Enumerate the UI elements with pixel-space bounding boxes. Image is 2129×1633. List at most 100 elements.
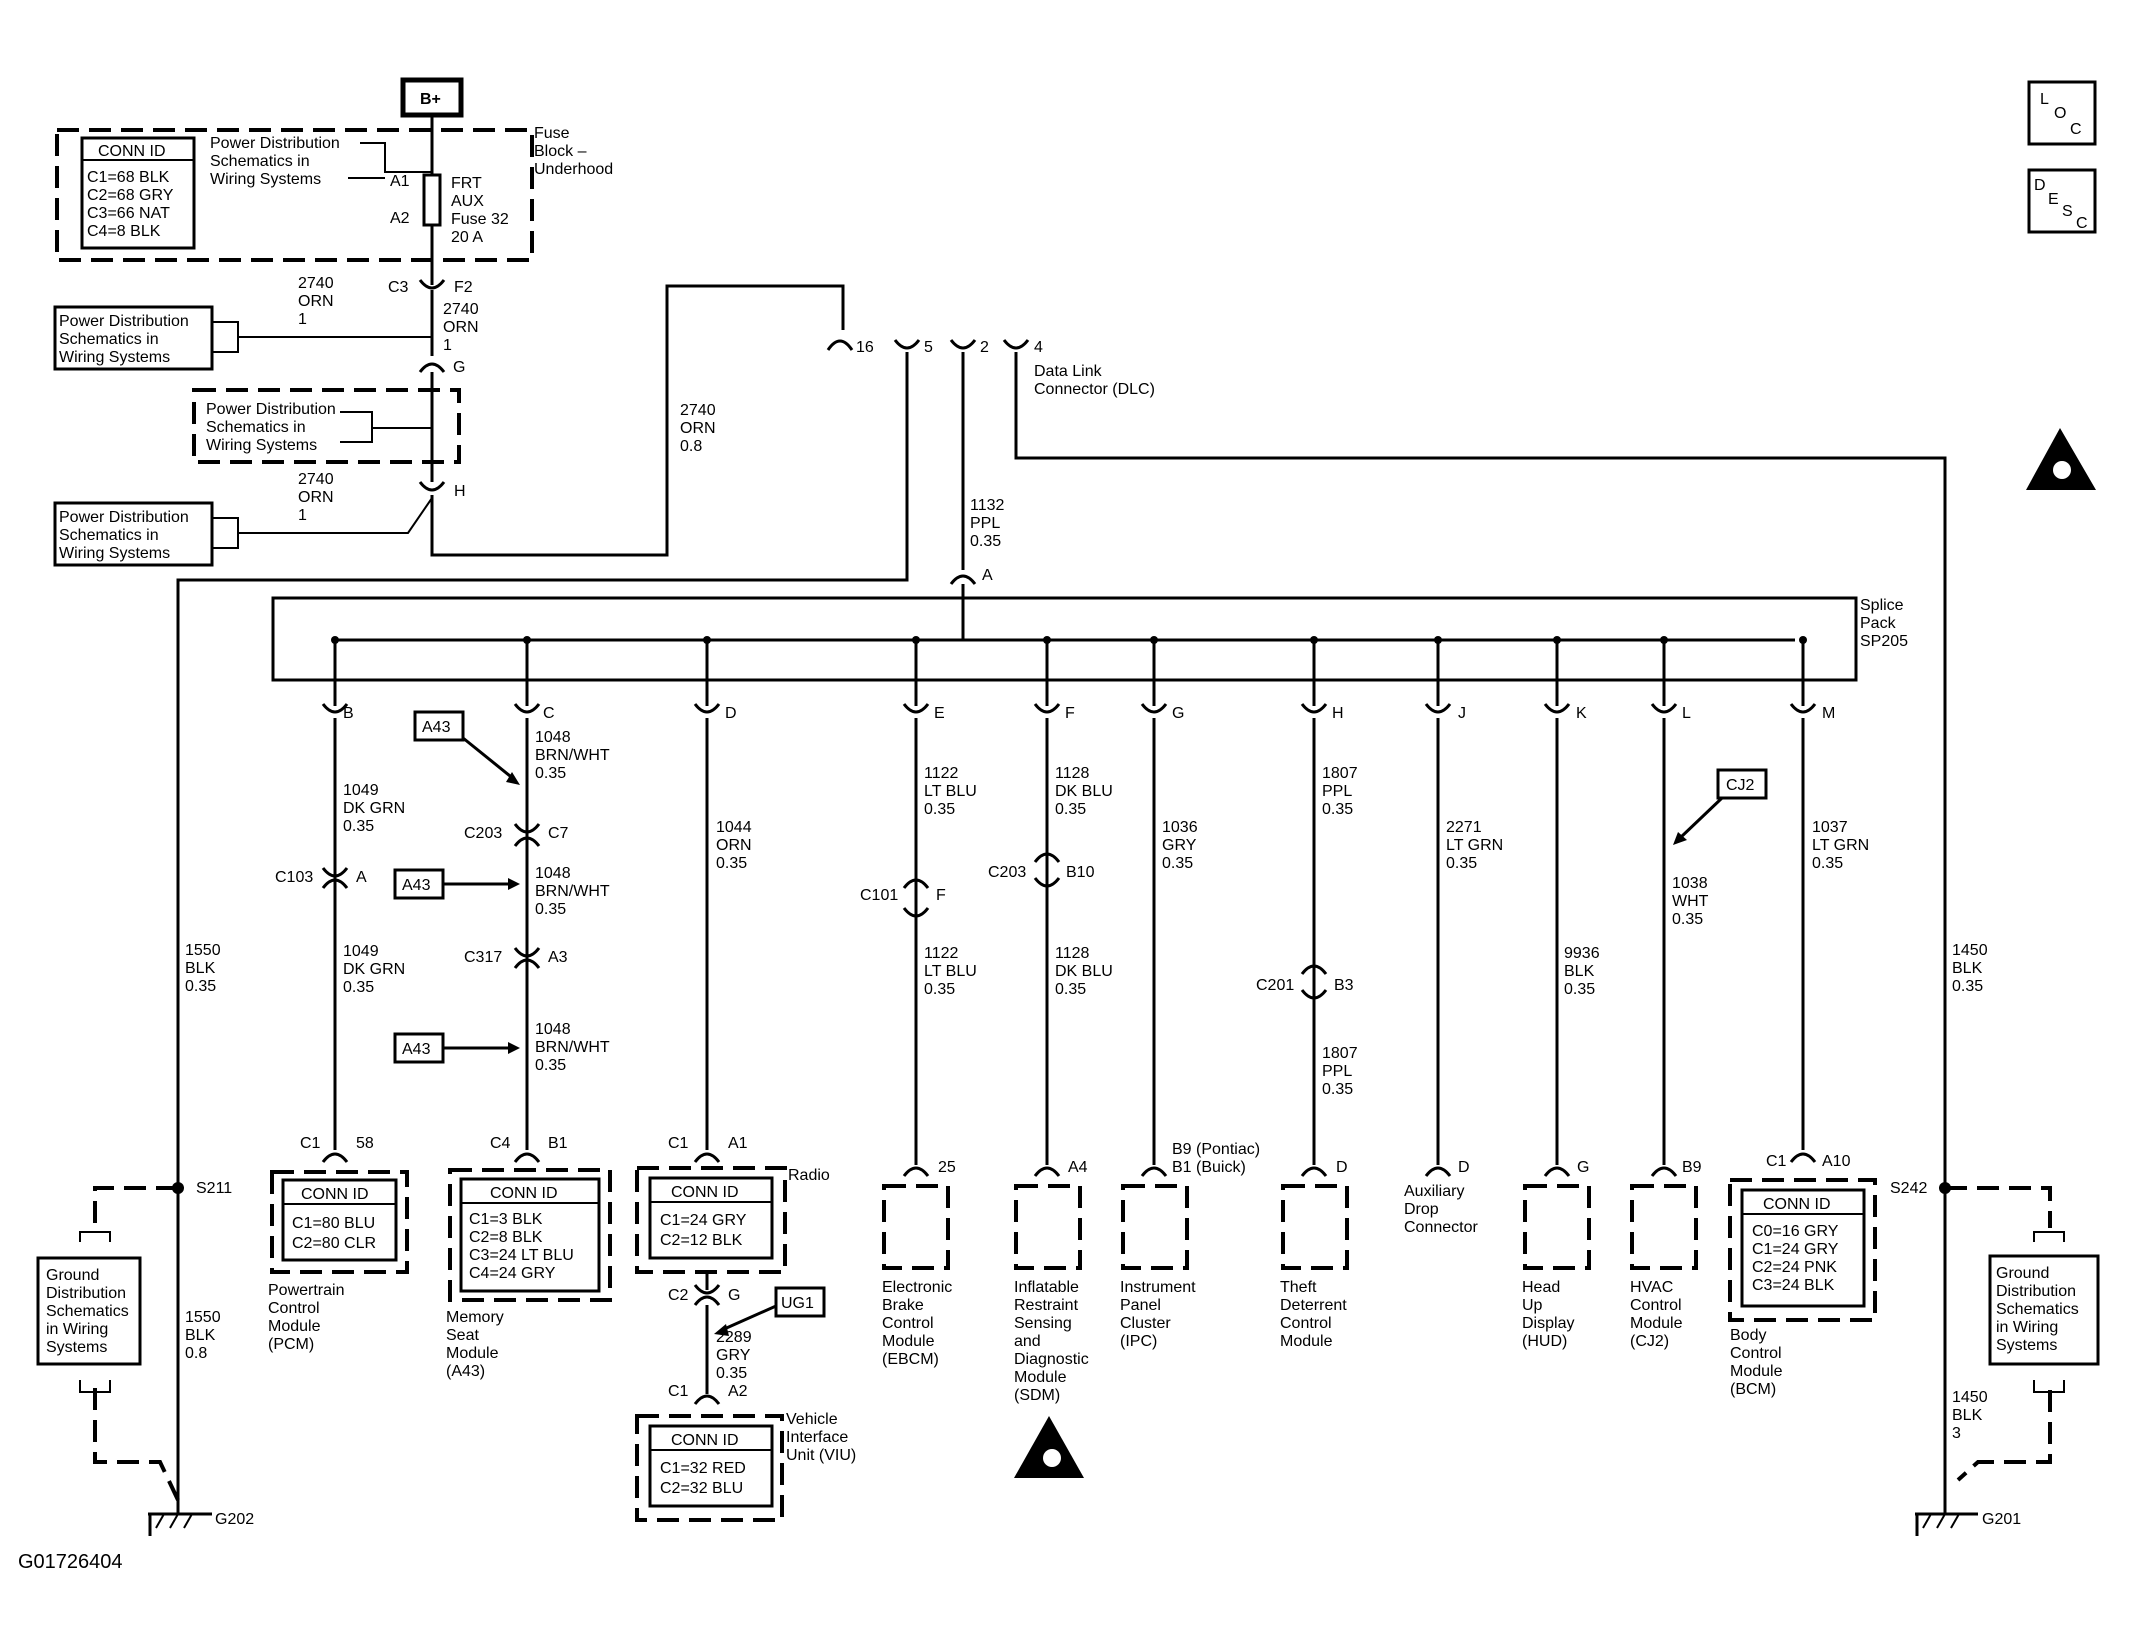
tag-a43-1 [413, 710, 465, 742]
wire-1128-a-line2: DK BLU [1055, 783, 1113, 800]
theft-pin-d: D [1336, 1159, 1348, 1176]
viu-conn-id-box [648, 1424, 774, 1508]
wire-1049-a-line1: 1049 [343, 782, 379, 799]
esd-warning-icon [2026, 428, 2096, 490]
power-ref-1-line1: Power Distribution [59, 313, 189, 330]
fuse-block-label-line2: Block – [534, 143, 587, 160]
loc-icon[interactable]: L O C [2027, 80, 2097, 146]
pcm-label-line1: Powertrain [268, 1282, 344, 1299]
figure-id: G01726404 [18, 1551, 123, 1573]
conn-c201: C201 [1256, 977, 1294, 994]
right-ground-wire1-line1: 1450 [1952, 942, 1988, 959]
dlc-label-line2: Connector (DLC) [1034, 381, 1155, 398]
wire-9936-line2: BLK [1564, 963, 1595, 980]
pin-f: F [1065, 705, 1075, 722]
right-ground-ref-line1: Ground [1996, 1265, 2049, 1282]
right-ground-dash-bottom [1956, 1390, 2052, 1482]
ebcm-label-line4: Module [882, 1333, 935, 1350]
wire-2289-line3: 0.35 [716, 1365, 747, 1382]
fuse-label-line2: AUX [451, 193, 484, 210]
wire-1037-line3: 0.35 [1812, 855, 1843, 872]
fuse-block-conn-c1: C1=68 BLK [87, 169, 170, 186]
wire-2740-c-line2: ORN [298, 489, 334, 506]
hvac-module-boundary [1630, 1184, 1698, 1270]
fuse-label-line1: FRT [451, 175, 482, 192]
wire-9936-line1: 9936 [1564, 945, 1600, 962]
ground-g202-label: G202 [215, 1511, 254, 1528]
sdm-label-line5: Diagnostic [1014, 1351, 1089, 1368]
hvac-label-line3: Module [1630, 1315, 1683, 1332]
splice-pin-cup [1543, 703, 1571, 714]
aux-label-line2: Drop [1404, 1201, 1439, 1218]
fuse-block-conn-id-box [80, 136, 196, 250]
hud-module-boundary [1523, 1184, 1591, 1270]
tag-ug1-label: UG1 [781, 1295, 814, 1312]
wire-1807-b-line1: 1807 [1322, 1045, 1358, 1062]
tag-a43-3-label: A43 [402, 1041, 431, 1058]
theft-label-line3: Control [1280, 1315, 1332, 1332]
viu-label-line3: Unit (VIU) [786, 1447, 856, 1464]
right-ground-ref-box [1988, 1254, 2100, 1366]
power-ref-2-line2: Schematics in [59, 527, 159, 544]
sdm-label-line7: (SDM) [1014, 1387, 1060, 1404]
wire-1132-line1: 1132 [970, 497, 1005, 514]
wire-1049-a-line3: 0.35 [343, 818, 374, 835]
pin-h: H [1332, 705, 1344, 722]
wire-1128-a-line3: 0.35 [1055, 801, 1086, 818]
battery-label: B+ [420, 91, 441, 108]
fuse-label-line3: Fuse 32 [451, 211, 509, 228]
power-ref-mid-line1: Power Distribution [206, 401, 336, 418]
splice-pin-cup [1033, 703, 1061, 714]
power-ref-2-line3: Wiring Systems [59, 545, 170, 562]
ebcm-label-line3: Control [882, 1315, 934, 1332]
tag-cj2-label: CJ2 [1726, 777, 1755, 794]
splice-pin-a: A [982, 567, 993, 584]
sdm-label-line3: Sensing [1014, 1315, 1072, 1332]
right-ground-ref-line5: Systems [1996, 1337, 2057, 1354]
wire-2271-line3: 0.35 [1446, 855, 1477, 872]
radio-label: Radio [788, 1167, 830, 1184]
left-ground-wire1-line1: 1550 [185, 942, 221, 959]
wire-1122-b-line2: LT BLU [924, 963, 977, 980]
ipc-module-boundary [1121, 1184, 1189, 1270]
ipc-label-line2: Panel [1120, 1297, 1161, 1314]
memseat-conn-c1: C1=3 BLK [469, 1211, 543, 1228]
hud-label-line4: (HUD) [1522, 1333, 1567, 1350]
wire-1038-line3: 0.35 [1672, 911, 1703, 928]
wire-1122-b-line1: 1122 [924, 945, 959, 962]
bcm-module-boundary [1728, 1178, 1877, 1322]
pcm-label-line2: Control [268, 1300, 320, 1317]
wire-1128-a-line1: 1128 [1055, 765, 1090, 782]
radio-conn-title: CONN ID [671, 1184, 739, 1201]
wire-1037-line1: 1037 [1812, 819, 1848, 836]
desc-icon[interactable]: D E S C [2027, 168, 2097, 234]
left-ground-ref-line2: Distribution [46, 1285, 126, 1302]
conn-f2: F2 [454, 279, 473, 296]
memseat-label-line2: Seat [446, 1327, 479, 1344]
pin-j: J [1458, 705, 1466, 722]
pcm-conn-c1: C1=80 BLU [292, 1215, 375, 1232]
right-ground-dash-top [1945, 1186, 2052, 1228]
memseat-label-line3: Module [446, 1345, 499, 1362]
viu-module-boundary [635, 1414, 784, 1522]
tag-a43-2-label: A43 [402, 877, 431, 894]
fuse-block-conn-c2: C2=68 GRY [87, 187, 174, 204]
conn-c203-c7: C203 [464, 825, 502, 842]
tag-a43-1-label: A43 [422, 719, 451, 736]
wire-1038-line1: 1038 [1672, 875, 1708, 892]
right-ground-wire1-line3: 0.35 [1952, 978, 1983, 995]
wire-2289-line1: 2289 [716, 1329, 752, 1346]
bcm-conn-id-box [1740, 1188, 1866, 1308]
conn-c103: C103 [275, 869, 313, 886]
wire-2740-a-line2: ORN [298, 293, 334, 310]
splice-pin-cup [513, 703, 541, 714]
conn-c101: C101 [860, 887, 898, 904]
radio-conn-c1: C1 [668, 1135, 689, 1152]
wire-1128-b-line2: DK BLU [1055, 963, 1113, 980]
fuse-block-conn-c4: C4=8 BLK [87, 223, 161, 240]
pcm-conn-c1: C1 [300, 1135, 321, 1152]
bcm-conn-c2: C2=24 PNK [1752, 1259, 1837, 1276]
wire-1122-a-line2: LT BLU [924, 783, 977, 800]
conn-c101-pin-f: F [936, 887, 946, 904]
fuse-block-label-line3: Underhood [534, 161, 613, 178]
